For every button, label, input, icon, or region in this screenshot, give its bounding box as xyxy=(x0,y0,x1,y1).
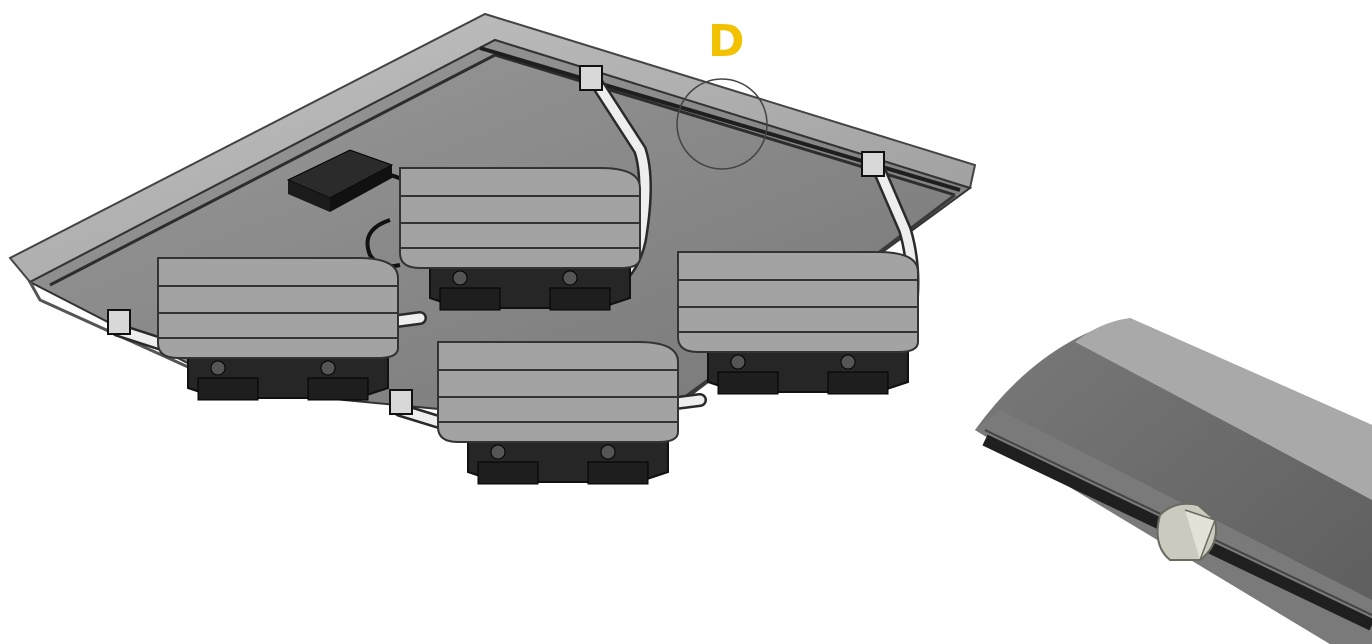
cable-clip-icon xyxy=(1156,502,1217,561)
ballast-block-left xyxy=(157,257,399,401)
detail-view-d xyxy=(975,318,1372,644)
callout-circle-icon xyxy=(676,78,768,170)
ballast-block-right xyxy=(677,251,919,395)
ballast-block-front xyxy=(437,341,679,485)
ballast-block-back xyxy=(399,167,641,311)
callout-label-d: D xyxy=(708,16,745,67)
